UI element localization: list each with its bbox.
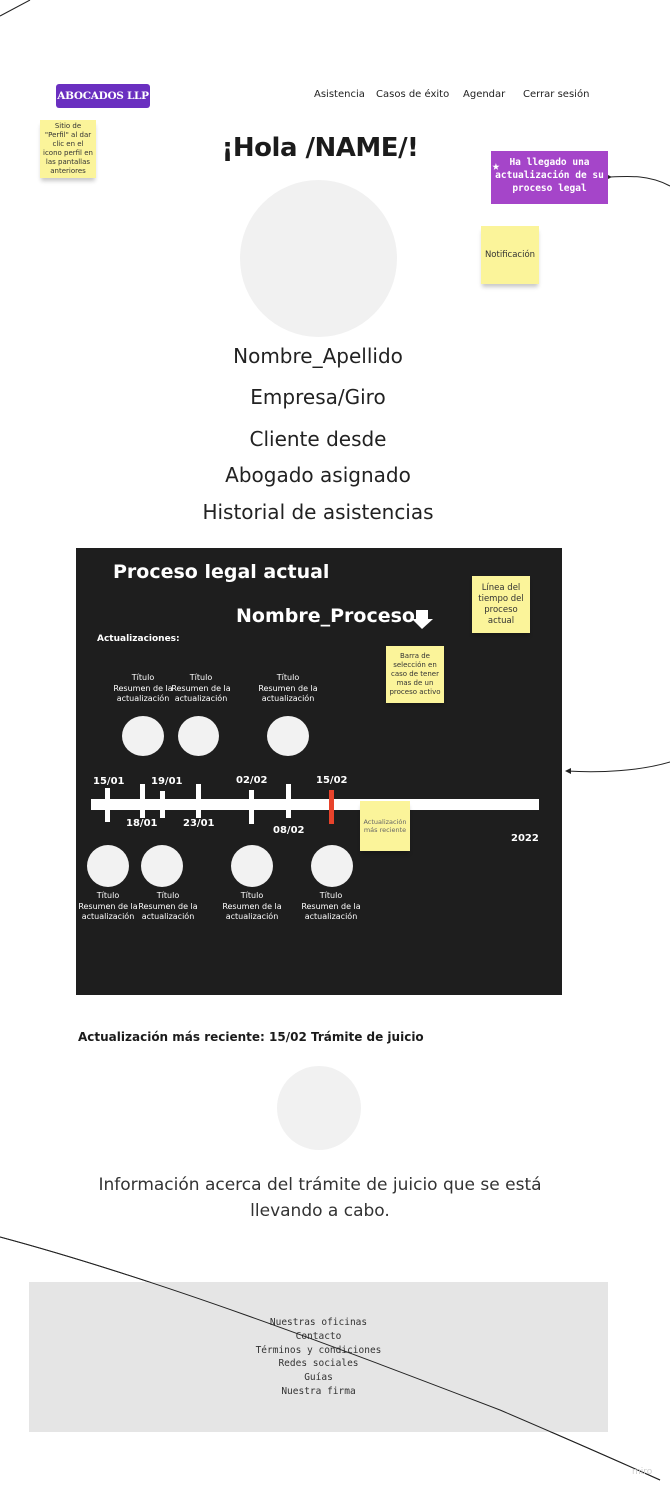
timeline-tick[interactable] — [286, 784, 291, 818]
nav-agendar[interactable]: Agendar — [463, 89, 506, 100]
footer-link-firma[interactable]: Nuestra firma — [281, 1385, 356, 1397]
avatar[interactable] — [240, 180, 397, 337]
timeline-tick[interactable] — [140, 784, 145, 818]
dropdown-arrow-icon[interactable] — [412, 610, 434, 630]
process-panel: Proceso legal actual Nombre_Proceso Actu… — [76, 548, 562, 995]
timeline-date: 19/01 — [151, 776, 183, 787]
timeline-bar — [91, 799, 539, 810]
update-card-image[interactable] — [178, 716, 219, 756]
star-icon: ★ — [492, 159, 500, 174]
timeline-tick-current[interactable] — [329, 790, 334, 824]
update-card-image[interactable] — [141, 845, 183, 887]
profile-company: Empresa/Giro — [250, 385, 386, 409]
page-title: ¡Hola /NAME/! — [221, 133, 419, 163]
timeline-tick[interactable] — [196, 784, 201, 818]
timeline-date: 08/02 — [273, 825, 305, 836]
timeline-date: 15/02 — [316, 775, 348, 786]
sticky-note-selector: Barra de selección en caso de tener mas … — [386, 646, 444, 703]
update-card-image[interactable] — [267, 716, 309, 756]
profile-client-since: Cliente desde — [249, 427, 387, 451]
update-card-image[interactable] — [311, 845, 353, 887]
sticky-note-profile: Sitio de "Perfil" al dar clic en el icon… — [40, 120, 96, 178]
footer: Nuestras oficinas Contacto Términos y co… — [29, 1282, 608, 1432]
timeline-tick[interactable] — [249, 790, 254, 824]
update-card-image[interactable] — [231, 845, 273, 887]
sticky-note-notification: Notificación — [481, 226, 539, 284]
profile-lawyer: Abogado asignado — [225, 463, 411, 487]
timeline-date: 02/02 — [236, 775, 268, 786]
nav-asistencia[interactable]: Asistencia — [314, 89, 365, 100]
footer-link-terminos[interactable]: Términos y condiciones — [255, 1344, 382, 1356]
process-selector[interactable]: Nombre_Proceso — [236, 605, 415, 627]
latest-update-image[interactable] — [277, 1066, 361, 1150]
profile-name: Nombre_Apellido — [233, 344, 403, 368]
miro-watermark: miro — [632, 1467, 653, 1477]
update-card-image[interactable] — [87, 845, 129, 887]
timeline-tick[interactable] — [105, 788, 110, 822]
sticky-note-timeline: Línea del tiempo del proceso actual — [472, 576, 530, 633]
timeline-date: 15/01 — [93, 776, 125, 787]
update-notification[interactable]: ★ Ha llegado una actualización de su pro… — [491, 151, 608, 204]
nav-cerrar-sesion[interactable]: Cerrar sesión — [523, 89, 590, 100]
notification-text: Ha llegado una actualización de su proce… — [495, 157, 604, 194]
footer-link-guias[interactable]: Guías — [304, 1372, 333, 1384]
update-card-image[interactable] — [122, 716, 164, 756]
process-heading: Proceso legal actual — [113, 561, 330, 583]
profile-history[interactable]: Historial de asistencias — [202, 500, 434, 524]
nav-casos-exito[interactable]: Casos de éxito — [376, 89, 450, 100]
sticky-note-recent: Actualización más reciente — [360, 801, 410, 851]
timeline-tick[interactable] — [160, 791, 165, 818]
footer-link-contacto[interactable]: Contacto — [295, 1330, 342, 1342]
latest-update-description: Información acerca del trámite de juicio… — [98, 1175, 542, 1221]
timeline-date: 23/01 — [183, 818, 215, 829]
timeline-year: 2022 — [511, 833, 539, 844]
updates-label: Actualizaciones: — [97, 634, 180, 644]
brand-logo[interactable]: ABOCADOS LLP — [56, 84, 150, 108]
latest-update-label: Actualización más reciente: 15/02 Trámit… — [78, 1030, 424, 1044]
footer-link-oficinas[interactable]: Nuestras oficinas — [269, 1317, 368, 1328]
timeline-date: 18/01 — [126, 818, 158, 829]
footer-link-redes[interactable]: Redes sociales — [278, 1358, 359, 1370]
